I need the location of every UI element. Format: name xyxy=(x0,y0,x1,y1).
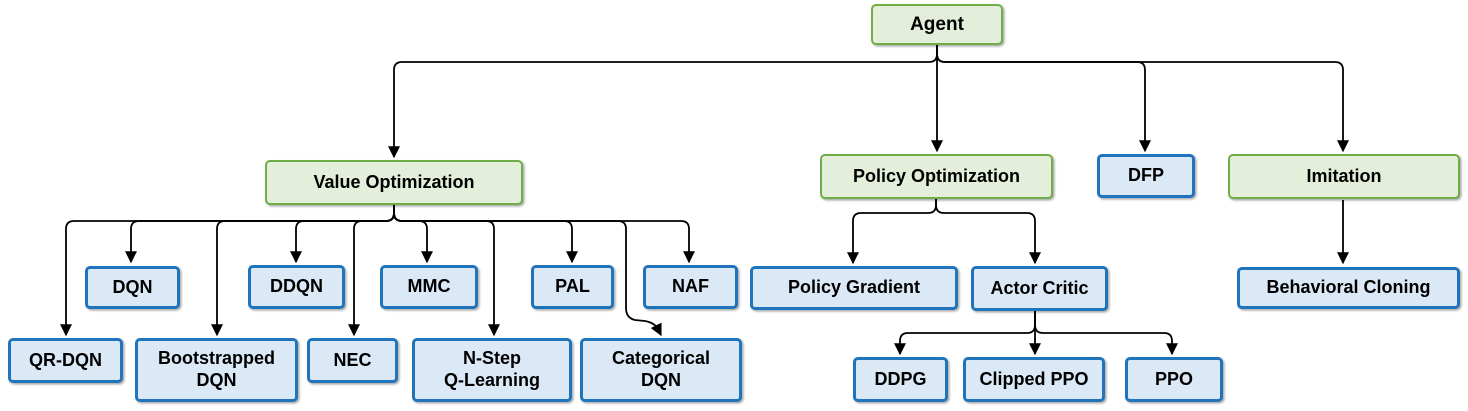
node-label-pal: PAL xyxy=(555,276,590,297)
node-policy-optimization: Policy Optimization xyxy=(820,154,1053,199)
edge-value-optimization-to-mmc xyxy=(393,205,433,264)
node-label-agent: Agent xyxy=(910,13,964,35)
edge-value-optimization-to-ddqn xyxy=(290,205,395,264)
node-label-mmc: MMC xyxy=(407,276,451,297)
node-value-optimization: Value Optimization xyxy=(265,160,523,205)
edge-actor-critic-to-ppo xyxy=(1034,311,1178,356)
node-n-step-q-learning: N-Step Q-Learning xyxy=(412,338,572,402)
edge-policy-optimization-to-actor-critic xyxy=(935,198,1041,265)
edge-value-optimization-to-naf xyxy=(393,205,695,264)
edge-agent-to-imitation xyxy=(936,45,1349,153)
node-label-categorical-dqn: Categorical DQN xyxy=(611,348,711,390)
node-ddqn: DDQN xyxy=(248,265,345,309)
edge-policy-optimization-to-policy-gradient xyxy=(847,198,937,265)
edge-agent-to-value-optimization xyxy=(388,45,938,159)
node-label-nec: NEC xyxy=(333,349,372,370)
node-label-actor-critic: Actor Critic xyxy=(990,277,1089,298)
node-label-dfp: DFP xyxy=(1128,165,1164,186)
edge-actor-critic-to-ddpg xyxy=(894,311,1036,356)
node-actor-critic: Actor Critic xyxy=(971,266,1108,311)
node-label-behavioral-cloning: Behavioral Cloning xyxy=(1266,277,1431,298)
node-mmc: MMC xyxy=(380,265,478,309)
node-imitation: Imitation xyxy=(1228,154,1460,199)
node-label-ppo: PPO xyxy=(1154,368,1193,389)
node-label-policy-gradient: Policy Gradient xyxy=(787,277,921,298)
node-naf: NAF xyxy=(643,265,738,309)
node-categorical-dqn: Categorical DQN xyxy=(580,338,742,402)
node-label-policy-optimization: Policy Optimization xyxy=(852,165,1021,186)
node-label-imitation: Imitation xyxy=(1306,165,1382,186)
node-qr-dqn: QR-DQN xyxy=(8,338,123,383)
node-nec: NEC xyxy=(307,338,398,383)
node-policy-gradient: Policy Gradient xyxy=(750,266,958,310)
node-pal: PAL xyxy=(531,265,614,309)
edge-value-optimization-to-pal xyxy=(393,205,578,264)
node-label-dqn: DQN xyxy=(112,276,153,297)
node-label-bootstrapped-dqn: Bootstrapped DQN xyxy=(158,348,275,390)
node-label-qr-dqn: QR-DQN xyxy=(29,349,102,370)
node-label-n-step-q-learning: N-Step Q-Learning xyxy=(443,348,540,390)
edge-agent-to-dfp xyxy=(936,45,1151,153)
node-ppo: PPO xyxy=(1125,357,1223,402)
node-label-naf: NAF xyxy=(672,276,709,297)
node-agent: Agent xyxy=(871,4,1003,45)
node-behavioral-cloning: Behavioral Cloning xyxy=(1237,267,1460,309)
node-clipped-ppo: Clipped PPO xyxy=(963,357,1105,402)
node-dfp: DFP xyxy=(1097,154,1195,198)
node-label-ddpg: DDPG xyxy=(874,368,927,389)
node-ddpg: DDPG xyxy=(853,357,948,402)
node-label-clipped-ppo: Clipped PPO xyxy=(979,368,1089,389)
node-bootstrapped-dqn: Bootstrapped DQN xyxy=(135,338,298,402)
node-dqn: DQN xyxy=(85,266,180,309)
node-label-ddqn: DDQN xyxy=(270,276,323,297)
node-label-value-optimization: Value Optimization xyxy=(313,171,475,192)
